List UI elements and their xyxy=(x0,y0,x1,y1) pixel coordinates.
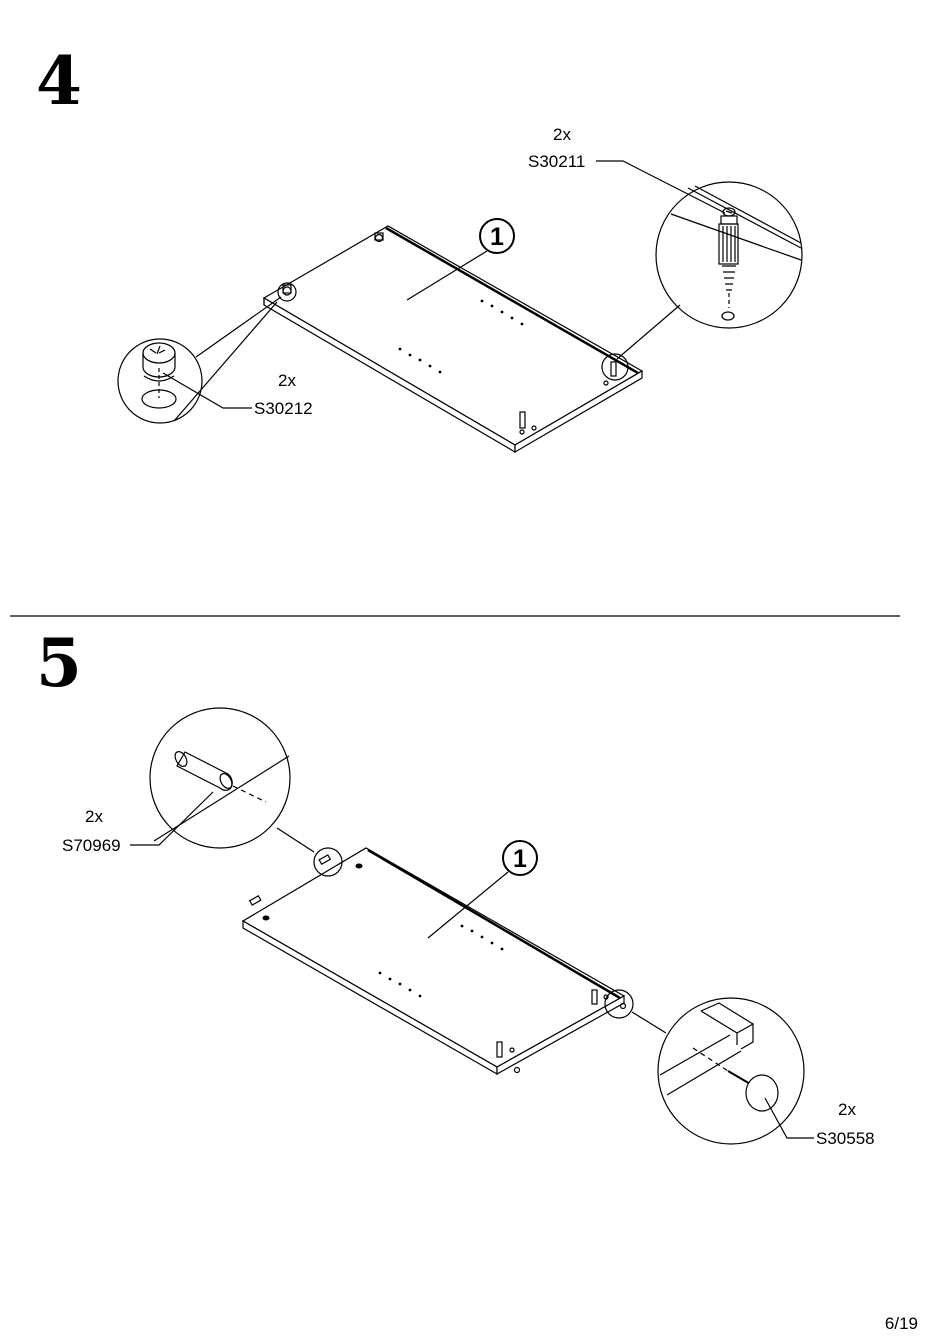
part-1-callout-label-5: 1 xyxy=(513,845,527,873)
page-number: 6/19 xyxy=(885,1314,918,1334)
part-s30558-code: S30558 xyxy=(816,1129,875,1148)
part-s30212-qty: 2x xyxy=(278,371,296,390)
part-s30558-qty: 2x xyxy=(838,1100,856,1119)
step-4-number: 4 xyxy=(36,42,82,120)
part-s30212-code: S30212 xyxy=(254,399,313,418)
part-s30211-code: S30211 xyxy=(528,152,585,171)
part-s70969-qty: 2x xyxy=(85,807,103,826)
panel-1-step-4 xyxy=(264,226,642,452)
step-5-number: 5 xyxy=(36,624,82,702)
part-1-callout-label: 1 xyxy=(490,223,504,251)
panel-1-step-5 xyxy=(243,848,626,1074)
cam-bolt-icon xyxy=(617,182,802,359)
part-s70969-code: S70969 xyxy=(62,836,121,855)
part-s30211-qty: 2x xyxy=(553,125,571,144)
